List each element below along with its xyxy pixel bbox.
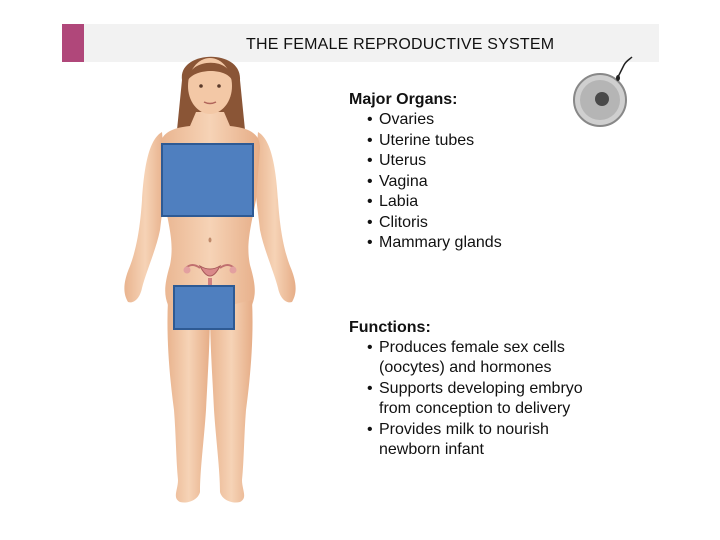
organ-item: • Clitoris [349, 213, 649, 234]
function-list: • Produces female sex cells (oocytes) and … [349, 338, 649, 460]
functions-heading: Functions: [349, 319, 431, 336]
bullet-icon: • [367, 234, 373, 251]
organ-item: • Uterus [349, 151, 649, 172]
organs-heading: Major Organs: [349, 91, 458, 108]
function-label: Supports developing embryo [379, 379, 583, 397]
organ-item: • Uterine tubes [349, 131, 649, 152]
function-item: • Provides milk to nourish [349, 420, 649, 440]
bullet-icon: • [367, 420, 373, 438]
function-label: newborn infant [379, 441, 484, 459]
function-item: newborn infant [349, 440, 649, 460]
organ-label: Uterus [379, 152, 427, 169]
function-item: (oocytes) and hormones [349, 358, 649, 378]
organ-label: Labia [379, 193, 419, 210]
hair-front [188, 62, 232, 80]
organ-list: • Ovaries • Uterine tubes • Uterus • Vagina • Lab… [349, 110, 649, 254]
bullet-icon: • [367, 379, 373, 397]
function-label: (oocytes) and hormones [379, 359, 552, 377]
function-item: • Supports developing embryo [349, 379, 649, 399]
uterus-ovaries-icon [183, 264, 237, 288]
function-label: from conception to delivery [379, 400, 571, 418]
oocyte-with-sperm-icon [573, 56, 633, 127]
accent-bar [62, 24, 84, 62]
function-item: from conception to delivery [349, 399, 649, 419]
female-body-illustration [124, 56, 296, 503]
bullet-icon: • [367, 193, 373, 210]
bullet-icon: • [367, 339, 373, 356]
bullet-icon: • [367, 213, 373, 231]
chest-cover-box [161, 143, 254, 217]
pelvis-cover-box [173, 285, 235, 330]
organ-label: Mammary glands [379, 234, 502, 251]
organ-item: • Vagina [349, 172, 649, 193]
organ-label: Ovaries [379, 111, 435, 128]
functions-section: Functions: • Produces female sex cells (oo… [349, 318, 649, 460]
slide-title: THE FEMALE REPRODUCTIVE SYSTEM [246, 36, 555, 53]
organ-label: Vagina [379, 172, 428, 190]
left-leg [167, 300, 210, 503]
organ-item: • Labia [349, 192, 649, 213]
function-item: • Produces female sex cells [349, 338, 649, 358]
header-bar [84, 24, 659, 62]
right-leg [210, 300, 253, 503]
bullet-icon: • [367, 172, 373, 190]
left-arm [124, 132, 166, 303]
organ-item: • Mammary glands [349, 233, 649, 254]
major-organs-section: Major Organs: • Ovaries • Uterine tubes • Ute… [349, 90, 649, 254]
organ-label: Uterine tubes [379, 131, 475, 149]
organ-item: • Ovaries [349, 110, 649, 131]
right-arm [254, 132, 296, 303]
function-label: Produces female sex cells [379, 339, 565, 356]
organ-label: Clitoris [379, 213, 428, 231]
bullet-icon: • [367, 131, 373, 149]
bullet-icon: • [367, 111, 373, 128]
bullet-icon: • [367, 152, 373, 169]
function-label: Provides milk to nourish [379, 420, 549, 438]
